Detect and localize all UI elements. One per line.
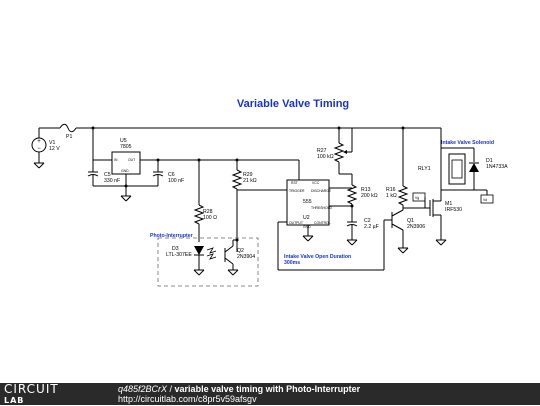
- r28-ref: R28: [203, 209, 213, 215]
- u2-timer: RST VCC TRIGGER DISCHARGE 555 THRESHOLD …: [237, 179, 392, 271]
- vd-net-tag: Vd: [480, 194, 494, 204]
- r29-ref: R29: [243, 172, 253, 178]
- v1-ref: V1: [49, 140, 55, 146]
- r13-ref: R13: [361, 187, 371, 193]
- title-separator: /: [167, 384, 175, 394]
- d3-value: LTL-307EE: [166, 252, 192, 258]
- rly1-ref: RLY1: [418, 166, 431, 172]
- schematic-title: Variable Valve Timing: [237, 98, 349, 110]
- d1-ref: D1: [486, 158, 493, 164]
- d1-value: 1N4733A: [486, 164, 508, 170]
- r28-value: 100 Ω: [203, 215, 217, 221]
- r13-value: 200 kΩ: [361, 193, 378, 199]
- c2-ref: C2: [364, 218, 371, 224]
- r28-resistor: R28 100 Ω: [193, 160, 217, 242]
- circuit-id[interactable]: q485f2BCrX: [118, 384, 168, 394]
- r13-resistor: R13 200 kΩ: [329, 184, 378, 222]
- r27-value: 100 kΩ: [317, 154, 334, 160]
- u5-in-pin: IN: [114, 158, 118, 162]
- q2-ref: Q2: [237, 248, 244, 254]
- photo-interrupter-label: Photo-Interrupter: [150, 233, 193, 239]
- q2-value: 2N3904: [237, 254, 255, 260]
- r27-ref: R27: [317, 148, 327, 154]
- d3-ref: D3: [172, 246, 179, 252]
- m1-mosfet: M1 IRF530: [418, 190, 462, 246]
- open-duration-label-line2: 300ms: [284, 260, 300, 266]
- c6-ref: C6: [168, 172, 175, 178]
- circuit-name[interactable]: variable valve timing with Photo-Interru…: [174, 384, 361, 394]
- five-volt-rail: [156, 158, 300, 180]
- r16-ref: R16: [386, 187, 396, 193]
- c2-capacitor: C2 2.2 µF: [346, 218, 379, 246]
- r29-resistor: R29 21 kΩ: [231, 160, 257, 252]
- svg-text:+: +: [37, 139, 41, 145]
- r27-potentiometer: R27 100 kΩ: [317, 128, 353, 185]
- u2-gnd-pin: GND: [303, 225, 311, 229]
- r16-value: 1 kΩ: [386, 193, 397, 199]
- c5-value: 330 nF: [104, 178, 120, 184]
- q1-stage: R16 1 kΩ Q1 2N3906: [386, 128, 425, 254]
- v1-source: + − V1 12 V: [31, 137, 60, 169]
- u2-rst-pin: RST: [291, 181, 298, 185]
- logo-bottom-text: LAB: [4, 396, 25, 405]
- u2-discharge-pin: DISCHARGE: [311, 189, 332, 193]
- q1-value: 2N3906: [407, 224, 425, 230]
- rly1-relay: Intake Valve Solenoid RLY1 D1 1N4733A: [418, 128, 508, 195]
- u2-value: 555: [303, 199, 312, 205]
- r29-value: 21 kΩ: [243, 178, 257, 184]
- u5-out-pin: OUT: [128, 158, 135, 162]
- v1-value: 12 V: [49, 146, 60, 152]
- photo-interrupter-group: Photo-Interrupter D3 LTL-307EE Q2 2N3904: [150, 233, 259, 287]
- u2-vcc-pin: VCC: [312, 181, 320, 185]
- intake-solenoid-label: Intake Valve Solenoid: [441, 140, 494, 146]
- u2-control-pin: CONTROL: [314, 221, 331, 225]
- u5-gnd-pin: GND: [121, 169, 129, 173]
- supply-rail: [38, 126, 441, 138]
- m1-value: IRF530: [445, 207, 462, 213]
- u2-threshold-pin: THRESHOLD: [311, 206, 332, 210]
- q1-ref: Q1: [407, 218, 414, 224]
- u5-regulator: IN OUT GND U5 7805 C5 330 nF C6 100 nF: [87, 128, 184, 202]
- vg-label: Vg: [415, 196, 419, 200]
- circuit-url[interactable]: http://circuitlab.com/c8pr5v59afsgv: [118, 394, 257, 404]
- u2-output-pin: OUTPUT: [289, 221, 303, 225]
- vg-net-tag: Vg: [412, 192, 426, 208]
- open-duration-label-line1: Intake Valve Open Duration: [284, 254, 351, 260]
- circuit-schematic: Variable Valve Timing + − V1 12 V P1 IN …: [31, 98, 508, 287]
- svg-text:−: −: [37, 146, 41, 152]
- u5-value: 7805: [120, 144, 132, 150]
- p1-fuse: P1: [59, 123, 77, 140]
- circuitlab-footer: CIRCUIT LAB q485f2BCrX / variable valve …: [0, 383, 540, 405]
- circuit-title-line: q485f2BCrX / variable valve timing with …: [118, 384, 360, 394]
- c6-value: 100 nF: [168, 178, 184, 184]
- p1-ref: P1: [66, 134, 72, 140]
- logo-top-text: CIRCUIT: [4, 382, 59, 396]
- c2-value: 2.2 µF: [364, 224, 379, 230]
- u2-ref: U2: [303, 215, 310, 221]
- vd-label: Vd: [483, 198, 487, 202]
- circuitlab-logo: CIRCUIT LAB: [4, 382, 94, 406]
- m1-ref: M1: [445, 201, 452, 207]
- c5-ref: C5: [104, 172, 111, 178]
- u5-ref: U5: [120, 138, 127, 144]
- u2-trigger-pin: TRIGGER: [289, 189, 305, 193]
